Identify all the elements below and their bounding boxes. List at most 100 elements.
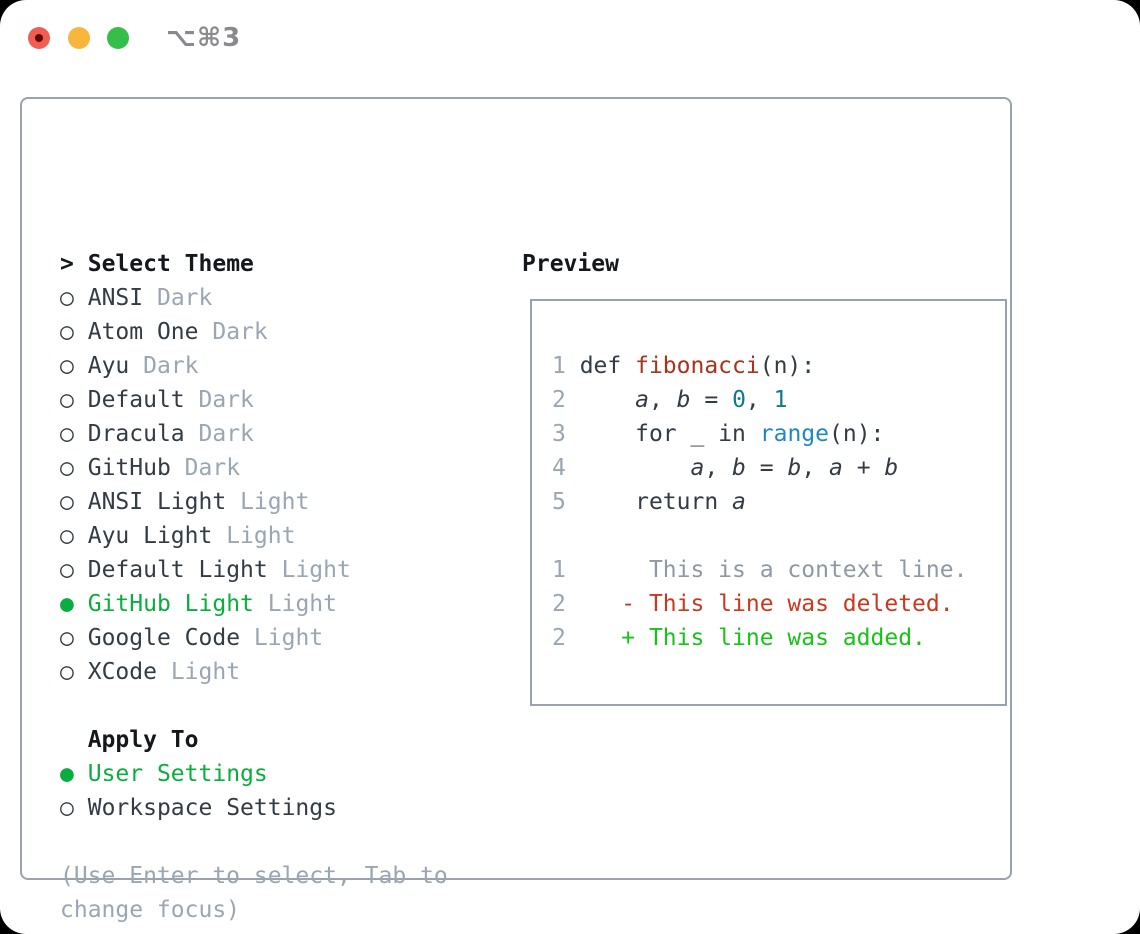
code-token: for — [635, 421, 677, 447]
radio-icon: ● — [60, 591, 74, 617]
theme-name: Dracula — [87, 421, 185, 447]
spacer — [552, 519, 967, 553]
spacer — [60, 825, 448, 859]
code-token — [580, 421, 635, 447]
apply-option[interactable]: ○ Workspace Settings — [60, 791, 448, 825]
diff-line: 2 - This line was deleted. — [552, 587, 967, 621]
theme-name: ANSI — [87, 285, 144, 311]
hint-line: (Use Enter to select, Tab to — [60, 863, 448, 889]
theme-list: ○ ANSI Dark○ Atom One Dark○ Ayu Dark○ De… — [60, 281, 448, 689]
radio-icon: ○ — [60, 557, 74, 583]
code-token: b — [676, 387, 691, 413]
code-token: , — [745, 387, 774, 413]
theme-variant: Dark — [198, 387, 254, 413]
radio-icon: ○ — [60, 489, 74, 515]
theme-option[interactable]: ○ GitHub Dark — [60, 451, 448, 485]
code-token: = — [690, 387, 733, 413]
theme-option[interactable]: ○ Default Dark — [60, 383, 448, 417]
theme-variant: Light — [240, 489, 310, 515]
zoom-button[interactable] — [107, 27, 129, 49]
select-theme-heading: > Select Theme — [60, 247, 448, 281]
code-token: _ — [676, 421, 719, 447]
radio-icon: ○ — [60, 795, 74, 821]
code-line: 3 for _ in range(n): — [552, 417, 967, 451]
theme-variant: Light — [170, 659, 241, 685]
theme-option[interactable]: ○ XCode Light — [60, 655, 448, 689]
minimize-button[interactable] — [68, 27, 90, 49]
theme-column: > Select Theme ○ ANSI Dark○ Atom One Dar… — [60, 247, 448, 927]
theme-variant: Dark — [156, 285, 213, 311]
radio-icon: ○ — [60, 625, 74, 651]
theme-option[interactable]: ○ Default Light Light — [60, 553, 448, 587]
theme-variant: Light — [226, 523, 296, 549]
code-token: a — [690, 455, 705, 481]
apply-to-heading: Apply To — [60, 723, 448, 757]
theme-variant: Light — [253, 625, 324, 651]
select-theme-heading-label: Select Theme — [87, 251, 254, 277]
line-number: 1 — [552, 353, 580, 379]
spacer — [60, 689, 448, 723]
radio-icon: ○ — [60, 353, 74, 379]
theme-name: Atom One — [87, 319, 199, 345]
radio-icon: ○ — [60, 523, 74, 549]
close-button[interactable] — [28, 27, 50, 49]
code-token: 1 — [773, 387, 788, 413]
code-line: 2 a, b = 0, 1 — [552, 383, 967, 417]
window-titlebar: ⌥⌘3 — [0, 0, 1140, 76]
radio-icon: ● — [60, 761, 74, 787]
apply-option[interactable]: ● User Settings — [60, 757, 448, 791]
diff-text: - This line was deleted. — [565, 591, 954, 617]
theme-option[interactable]: ○ Google Code Light — [60, 621, 448, 655]
theme-option[interactable]: ○ ANSI Light Light — [60, 485, 448, 519]
theme-option[interactable]: ○ Atom One Dark — [60, 315, 448, 349]
line-number: 4 — [552, 455, 580, 481]
theme-option[interactable]: ○ ANSI Dark — [60, 281, 448, 315]
code-token: , — [648, 387, 677, 413]
diff-line: 1 This is a context line. — [552, 553, 967, 587]
line-number: 1 — [552, 557, 566, 583]
theme-name: Google Code — [87, 625, 241, 651]
theme-name: Default Light — [87, 557, 268, 583]
code-token: , — [704, 455, 733, 481]
theme-name: XCode — [87, 659, 157, 685]
code-token: (n): — [759, 353, 816, 379]
theme-option[interactable]: ● GitHub Light Light — [60, 587, 448, 621]
code-token: + — [842, 455, 885, 481]
theme-name: GitHub — [87, 455, 171, 481]
code-token: , — [801, 455, 830, 481]
line-number: 5 — [552, 489, 580, 515]
theme-name: GitHub Light — [87, 591, 254, 617]
radio-icon: ○ — [60, 319, 74, 345]
radio-icon: ○ — [60, 455, 74, 481]
code-token: a — [732, 489, 746, 515]
apply-to-heading-label: Apply To — [87, 727, 199, 753]
apply-option-label: Workspace Settings — [87, 795, 337, 821]
theme-option[interactable]: ○ Dracula Dark — [60, 417, 448, 451]
line-number: 2 — [552, 591, 566, 617]
code-token: range — [759, 421, 829, 447]
code-token: b — [787, 455, 802, 481]
radio-icon: ○ — [60, 421, 74, 447]
apply-option-label: User Settings — [87, 761, 268, 787]
theme-variant: Dark — [184, 455, 241, 481]
theme-variant: Light — [267, 591, 337, 617]
code-token: def — [579, 353, 636, 379]
code-token: fibonacci — [635, 353, 760, 379]
theme-name: ANSI Light — [87, 489, 227, 515]
code-token — [580, 455, 691, 481]
code-line: 5 return a — [552, 485, 967, 519]
code-token: b — [884, 455, 899, 481]
code-line: 1 def fibonacci(n): — [552, 349, 967, 383]
theme-option[interactable]: ○ Ayu Light Light — [60, 519, 448, 553]
theme-variant: Dark — [212, 319, 268, 345]
theme-picker-panel: > Select Theme ○ ANSI Dark○ Atom One Dar… — [20, 97, 1012, 923]
theme-option[interactable]: ○ Ayu Dark — [60, 349, 448, 383]
focus-caret: > — [60, 251, 74, 277]
diff-text: + This line was added. — [565, 625, 926, 651]
code-token — [580, 489, 635, 515]
theme-name: Ayu — [87, 353, 130, 379]
hint-line: change focus) — [60, 897, 241, 923]
